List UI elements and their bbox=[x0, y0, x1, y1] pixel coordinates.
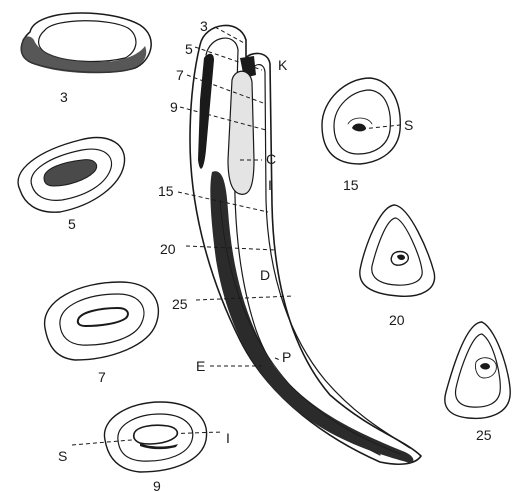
section-15-core bbox=[352, 124, 366, 132]
cross-section-15 bbox=[322, 78, 400, 164]
section-label-5: 5 bbox=[68, 216, 76, 232]
section-25-core bbox=[480, 363, 490, 369]
section-15-ring bbox=[348, 118, 372, 124]
section-3-inner bbox=[39, 21, 136, 62]
structure-label-c: C bbox=[266, 151, 276, 167]
central-cavity bbox=[228, 71, 254, 194]
section-label-20: 20 bbox=[389, 312, 405, 328]
leader-7 bbox=[187, 75, 266, 104]
cross-section-20 bbox=[360, 205, 435, 296]
cross-section-25 bbox=[445, 322, 510, 418]
cross-section-3 bbox=[21, 13, 151, 73]
level-label-20: 20 bbox=[160, 241, 176, 257]
structure-label-s15: S bbox=[404, 117, 413, 133]
section-label-25: 25 bbox=[476, 427, 492, 443]
leader-3 bbox=[215, 27, 246, 44]
level-label-15: 15 bbox=[158, 183, 174, 199]
cross-section-7 bbox=[45, 282, 159, 360]
tooth-longitudinal-section bbox=[190, 25, 421, 464]
enamel-band-left bbox=[198, 54, 214, 169]
leader-s15 bbox=[362, 125, 400, 129]
structure-label-i9: I bbox=[226, 430, 230, 446]
section-9-core bbox=[134, 425, 178, 444]
cross-section-9 bbox=[104, 402, 206, 472]
structure-label-i: I bbox=[268, 177, 272, 193]
section-20-core bbox=[397, 255, 405, 260]
level-label-3: 3 bbox=[200, 18, 208, 34]
section-label-9: 9 bbox=[153, 478, 161, 492]
structure-label-p: P bbox=[282, 349, 291, 365]
section-15-middle bbox=[334, 90, 390, 154]
level-label-9: 9 bbox=[170, 99, 178, 115]
structure-label-s9: S bbox=[58, 448, 67, 464]
section-5-core bbox=[44, 160, 97, 186]
level-label-7: 7 bbox=[176, 67, 184, 83]
section-7-core bbox=[78, 308, 128, 326]
cross-section-5 bbox=[18, 138, 124, 213]
section-3-shading bbox=[21, 36, 146, 73]
level-label-25: 25 bbox=[172, 296, 188, 312]
section-label-3: 3 bbox=[60, 89, 68, 105]
pulp-band bbox=[210, 171, 413, 463]
section-label-15: 15 bbox=[343, 177, 359, 193]
structure-label-e: E bbox=[196, 358, 205, 374]
leader-25 bbox=[196, 296, 293, 300]
section-label-7: 7 bbox=[98, 369, 106, 385]
level-label-5: 5 bbox=[185, 41, 193, 57]
structure-label-d: D bbox=[260, 267, 270, 283]
leader-p bbox=[275, 358, 280, 360]
structure-label-k: K bbox=[278, 57, 288, 73]
